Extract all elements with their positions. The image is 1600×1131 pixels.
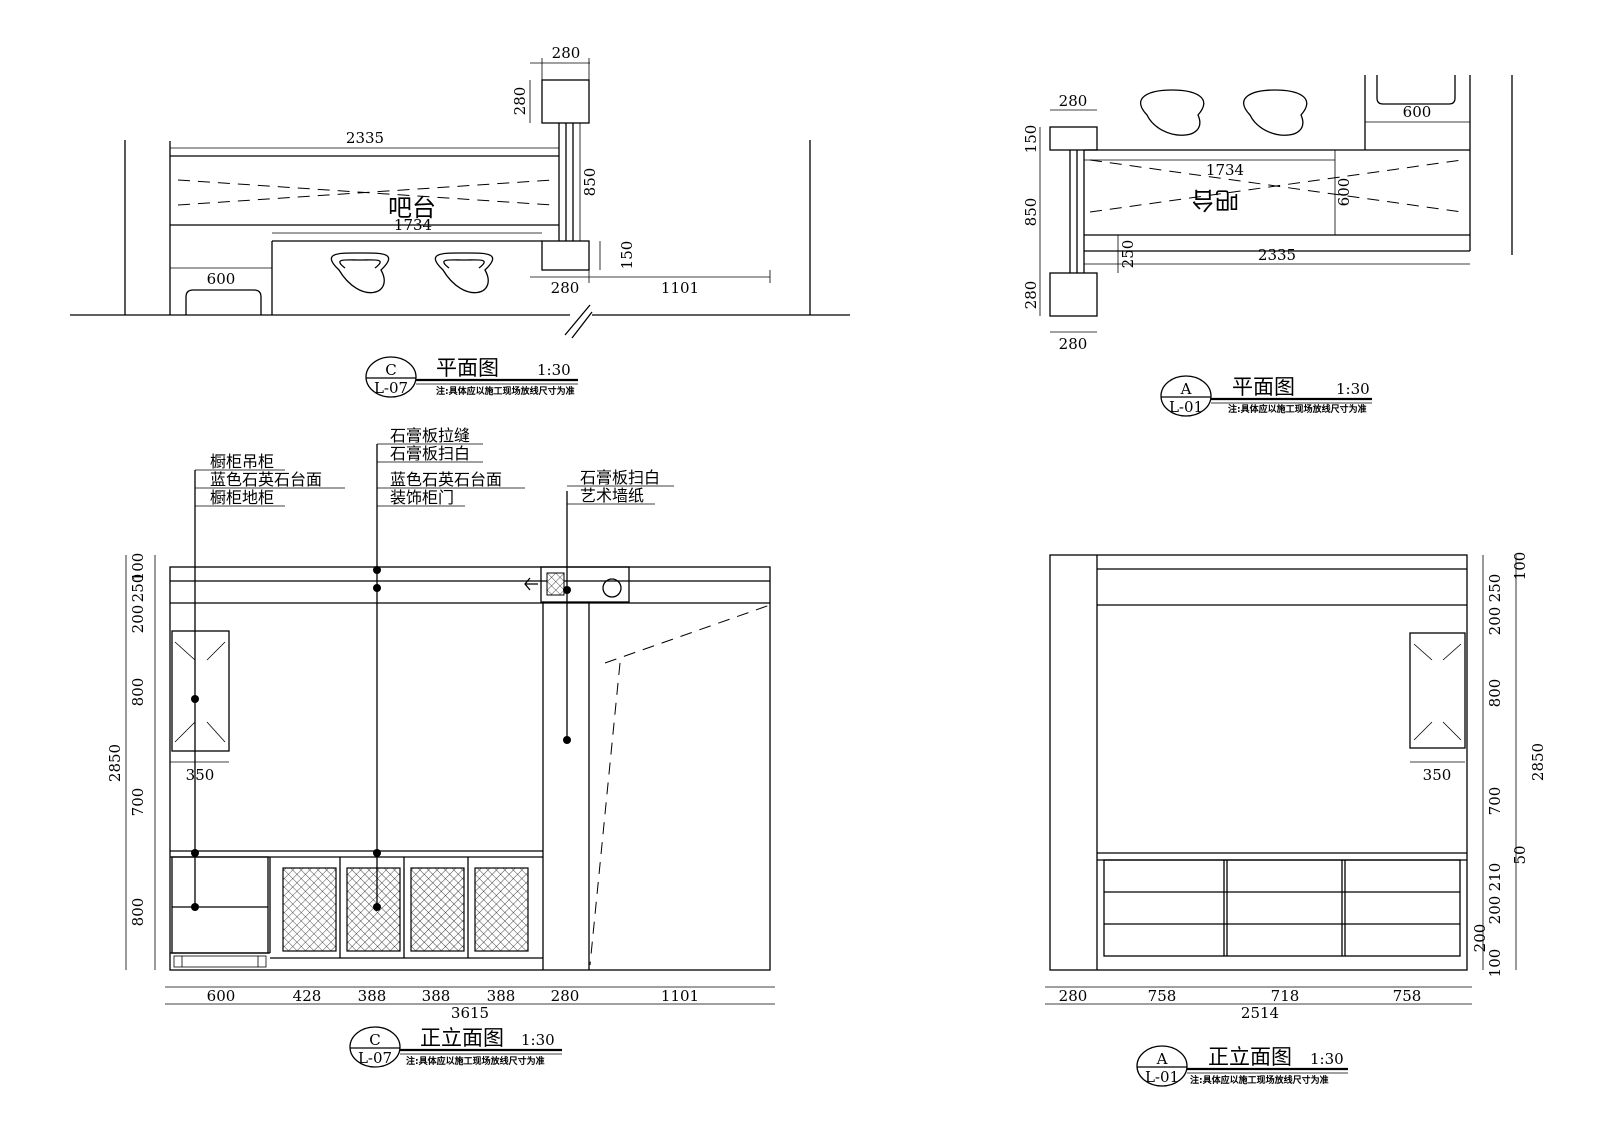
- elev-a-note: 注:具体应以施工现场放线尺寸为准: [1190, 1074, 1329, 1086]
- plan-c-title: C L-07 平面图 1:30 注:具体应以施工现场放线尺寸为准: [365, 356, 578, 398]
- dim-column-top-h: 280: [511, 87, 529, 116]
- elev-a-vdim-6: 210: [1486, 863, 1504, 892]
- plan-a-scale: 1:30: [1336, 380, 1370, 398]
- elev-c-scale: 1:30: [521, 1031, 555, 1049]
- elev-c-bdim-4: 388: [487, 987, 516, 1005]
- svg-text:L-01: L-01: [1169, 398, 1203, 416]
- dim-a-bar-depth: 850: [1022, 198, 1040, 227]
- dim-bar-inner: 1734: [394, 216, 432, 234]
- elevation-c: 橱柜吊柜 蓝色石英石台面 橱柜地柜 石膏板拉缝 石膏板扫白 蓝色石英石台面 装饰…: [106, 426, 775, 1022]
- dim-bar-depth: 850: [581, 168, 599, 197]
- elev-c-bdim-6: 1101: [661, 987, 699, 1005]
- dim-a-cabinet-w: 600: [1403, 103, 1432, 121]
- label-quartz-top-left: 蓝色石英石台面: [210, 470, 322, 489]
- dim-a-column-top-h: 150: [1022, 125, 1040, 154]
- elev-c-note: 注:具体应以施工现场放线尺寸为准: [406, 1055, 545, 1067]
- dim-a-gap: 250: [1119, 240, 1137, 269]
- dim-a-column-top-w: 280: [1059, 92, 1088, 110]
- dim-a-bar-inner: 1734: [1206, 161, 1244, 179]
- dim-a-column-bot-w: 280: [1059, 335, 1088, 353]
- plan-a-title: A L-01 平面图 1:30 注:具体应以施工现场放线尺寸为准: [1160, 375, 1372, 417]
- plan-a-title-name: 平面图: [1232, 375, 1295, 399]
- label-gypsum-white-right: 石膏板扫白: [580, 468, 660, 487]
- elev-a-window-w: 350: [1423, 766, 1452, 784]
- dim-column-top-w: 280: [552, 44, 581, 62]
- svg-text:L-07: L-07: [358, 1049, 392, 1067]
- elev-a-vdim-9: 100: [1486, 949, 1504, 978]
- label-wall-cabinet: 橱柜吊柜: [210, 452, 274, 471]
- dim-a-bar-len: 2335: [1258, 246, 1296, 264]
- elev-c-bdim-5: 280: [551, 987, 580, 1005]
- elev-c-vdim-0: 100: [129, 553, 147, 582]
- svg-text:C: C: [385, 361, 396, 379]
- elev-c-bdim-1: 428: [293, 987, 322, 1005]
- plan-c-note: 注:具体应以施工现场放线尺寸为准: [436, 385, 575, 397]
- elev-c-vdim-4: 700: [129, 788, 147, 817]
- label-quartz-top-mid: 蓝色石英石台面: [390, 470, 502, 489]
- elev-a-scale: 1:30: [1310, 1050, 1344, 1068]
- elev-a-total-height: 2850: [1529, 743, 1547, 781]
- dim-right-len: 1101: [661, 279, 699, 297]
- plan-c-title-name: 平面图: [436, 356, 499, 380]
- plan-a-note: 注:具体应以施工现场放线尺寸为准: [1228, 403, 1367, 415]
- elev-a-vdim-0: 100: [1511, 552, 1529, 581]
- elev-a-bdim-3: 758: [1393, 987, 1422, 1005]
- elevation-a: 100 250 200 800 700 50 210 200 200 100 2…: [1045, 552, 1547, 1022]
- elev-c-total-height: 2850: [106, 744, 124, 782]
- elev-a-vdim-3: 800: [1486, 679, 1504, 708]
- elev-c-vdim-1: 250: [129, 574, 147, 603]
- elev-a-vdim-2: 200: [1486, 607, 1504, 636]
- elev-c-bdim-0: 600: [207, 987, 236, 1005]
- elev-a-title: A L-01 正立面图 1:30 注:具体应以施工现场放线尺寸为准: [1136, 1045, 1348, 1087]
- plan-c: 280 280 2335 850 1734 吧台 150 600 280 110…: [70, 44, 850, 339]
- elev-a-vdim-1: 250: [1486, 574, 1504, 603]
- plan-a: 280 150 850 280 1734 吧台 600 600 250 2335…: [1022, 75, 1513, 353]
- plan-a-room-label: 吧台: [1191, 186, 1239, 214]
- label-base-cabinet: 橱柜地柜: [210, 488, 274, 507]
- dim-column-bot-w: 280: [551, 279, 580, 297]
- svg-text:A: A: [1156, 1050, 1168, 1068]
- elev-c-vdim-2: 200: [129, 605, 147, 634]
- elev-c-title-name: 正立面图: [420, 1026, 504, 1050]
- label-gypsum-gap: 石膏板拉缝: [390, 426, 470, 445]
- elev-a-vdim-7: 200: [1486, 896, 1504, 925]
- elev-a-total-width: 2514: [1241, 1004, 1279, 1022]
- elev-a-vdim-5: 50: [1511, 845, 1529, 864]
- svg-text:C: C: [369, 1031, 380, 1049]
- elev-c-title: C L-07 正立面图 1:30 注:具体应以施工现场放线尺寸为准: [349, 1026, 562, 1068]
- elev-c-bdim-2: 388: [358, 987, 387, 1005]
- elev-a-bdim-2: 718: [1271, 987, 1300, 1005]
- elev-a-bdim-0: 280: [1059, 987, 1088, 1005]
- label-decor-door: 装饰柜门: [390, 488, 454, 507]
- svg-text:A: A: [1180, 380, 1192, 398]
- elev-a-title-name: 正立面图: [1208, 1045, 1292, 1069]
- dim-cabinet-w: 600: [207, 270, 236, 288]
- dim-bar-len: 2335: [346, 129, 384, 147]
- elev-a-bdim-1: 758: [1148, 987, 1177, 1005]
- elev-c-vdim-5: 800: [129, 898, 147, 927]
- elev-c-window-w: 350: [186, 766, 215, 784]
- dim-a-bar-width: 600: [1335, 178, 1353, 207]
- svg-text:L-01: L-01: [1145, 1068, 1179, 1086]
- label-gypsum-white: 石膏板扫白: [390, 444, 470, 463]
- elev-c-vdim-3: 800: [129, 678, 147, 707]
- plan-c-scale: 1:30: [537, 361, 571, 379]
- elev-a-vdim-8: 200: [1471, 924, 1489, 953]
- dim-lower-h: 150: [618, 241, 636, 270]
- plan-c-room-label: 吧台: [388, 194, 436, 222]
- dim-a-column-bot-h: 280: [1022, 281, 1040, 310]
- svg-text:L-07: L-07: [374, 379, 408, 397]
- elev-a-vdim-4: 700: [1486, 787, 1504, 816]
- elev-c-bdim-3: 388: [422, 987, 451, 1005]
- label-wallpaper: 艺术墙纸: [580, 486, 644, 505]
- elev-c-total-width: 3615: [451, 1004, 489, 1022]
